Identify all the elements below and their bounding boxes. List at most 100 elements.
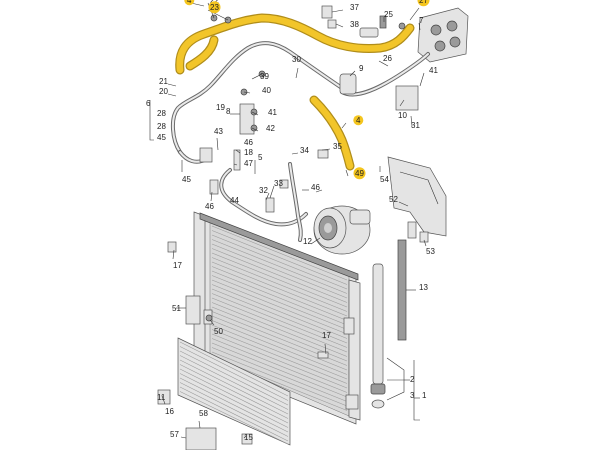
part-label-l52: 52 bbox=[389, 195, 398, 204]
label-highlight bbox=[353, 167, 366, 180]
part-label-l45b: 45 bbox=[182, 175, 191, 184]
part-number-l4b: 4 bbox=[356, 116, 361, 125]
part-label-l25: 25 bbox=[384, 10, 393, 19]
condenser-fin bbox=[211, 284, 348, 339]
part-number-l47: 47 bbox=[244, 159, 253, 168]
part-number-l42: 42 bbox=[266, 124, 275, 133]
part-number-l35: 35 bbox=[333, 142, 342, 151]
grille-fin bbox=[179, 386, 289, 442]
condenser-fin bbox=[211, 302, 348, 357]
evaporator-flange bbox=[417, 7, 469, 63]
grille-fin bbox=[179, 382, 289, 437]
condenser-fin bbox=[211, 239, 348, 294]
condenser-fin bbox=[211, 230, 348, 285]
part-number-l2: 2 bbox=[410, 375, 415, 384]
part-number-l41b: 41 bbox=[268, 108, 277, 117]
part-label-l9: 9 bbox=[359, 64, 364, 73]
highlighted-hoses bbox=[175, 13, 415, 171]
grille-fin bbox=[179, 355, 289, 410]
part-number-l32: 32 bbox=[259, 186, 268, 195]
part-number-l16: 16 bbox=[165, 407, 174, 416]
label-highlight bbox=[417, 0, 430, 7]
condenser-fin bbox=[211, 333, 348, 389]
part-label-l41a: 41 bbox=[429, 66, 438, 75]
condenser-fin bbox=[211, 315, 348, 371]
grille-fin bbox=[179, 391, 289, 445]
ac-compressor bbox=[313, 205, 371, 255]
part-label-l44: 44 bbox=[230, 196, 239, 205]
part-number-l15: 15 bbox=[244, 433, 253, 442]
part-number-l50: 50 bbox=[214, 327, 223, 336]
part-number-l45b: 45 bbox=[182, 175, 191, 184]
part-label-l38: 38 bbox=[350, 20, 359, 29]
part-label-l16: 16 bbox=[165, 407, 174, 416]
condenser-fin bbox=[211, 329, 348, 384]
part-label-l42: 42 bbox=[266, 124, 275, 133]
part-number-l33: 33 bbox=[274, 179, 283, 188]
label-highlight bbox=[208, 1, 221, 14]
fittings bbox=[157, 5, 429, 450]
condenser-fin bbox=[211, 261, 348, 317]
condenser-fin bbox=[211, 320, 348, 375]
part-number-l13: 13 bbox=[419, 283, 428, 292]
part-label-l4b: 4 bbox=[353, 115, 364, 126]
part-number-l8: 8 bbox=[226, 107, 231, 116]
grille-fin bbox=[179, 373, 289, 428]
grille-fin bbox=[179, 346, 289, 401]
refrigerant-pipes bbox=[171, 41, 430, 242]
part-number-l4a: 4 bbox=[187, 0, 192, 5]
condenser-fin bbox=[211, 338, 348, 393]
condenser-fin bbox=[211, 324, 348, 380]
grille-fin bbox=[179, 364, 289, 419]
part-label-l2: 2 bbox=[410, 375, 415, 384]
grille-fin bbox=[179, 368, 289, 424]
part-number-l17a: 17 bbox=[173, 261, 182, 270]
part-label-l11: 11 bbox=[157, 393, 166, 402]
part-label-l13: 13 bbox=[419, 283, 428, 292]
part-label-l17b: 17 bbox=[322, 331, 331, 340]
part-number-l34: 34 bbox=[300, 146, 309, 155]
grille-fin bbox=[179, 359, 289, 415]
condenser-fin bbox=[211, 257, 348, 312]
part-label-l43: 43 bbox=[214, 127, 223, 136]
part-number-l6: 6 bbox=[146, 99, 151, 108]
part-label-l45a: 45 bbox=[157, 133, 166, 142]
condenser-fin bbox=[211, 243, 348, 299]
part-number-l45a: 45 bbox=[157, 133, 166, 142]
part-number-l39: 39 bbox=[260, 72, 269, 81]
part-label-l28a: 28 bbox=[157, 109, 166, 118]
part-label-l27: 27 bbox=[417, 0, 430, 7]
part-number-l37: 37 bbox=[350, 3, 359, 12]
part-label-l32: 32 bbox=[259, 186, 268, 195]
part-label-l3: 3 bbox=[410, 391, 415, 400]
part-number-l3: 3 bbox=[410, 391, 415, 400]
part-number-l17b: 17 bbox=[322, 331, 331, 340]
part-label-l40: 40 bbox=[262, 86, 271, 95]
part-number-l23: 23 bbox=[210, 3, 219, 12]
label-highlight bbox=[353, 115, 364, 126]
part-number-l46b: 46 bbox=[205, 202, 214, 211]
front-grille-duct bbox=[177, 337, 291, 446]
part-number-l28b: 28 bbox=[157, 122, 166, 131]
part-label-l5: 5 bbox=[258, 153, 263, 162]
part-number-l52: 52 bbox=[389, 195, 398, 204]
part-labels: 4222337382527741393026921204062819841424… bbox=[146, 0, 438, 442]
grille-fin bbox=[179, 341, 289, 397]
part-label-l39: 39 bbox=[260, 72, 269, 81]
part-number-l41a: 41 bbox=[429, 66, 438, 75]
receiver-dryer bbox=[370, 239, 407, 409]
part-number-l18: 18 bbox=[244, 148, 253, 157]
part-label-l54: 54 bbox=[380, 175, 389, 184]
part-number-l25: 25 bbox=[384, 10, 393, 19]
grille-fin bbox=[179, 350, 289, 406]
part-label-l30: 30 bbox=[292, 55, 301, 64]
condenser-fin bbox=[211, 234, 348, 290]
part-number-l31: 31 bbox=[411, 121, 420, 130]
part-number-l28a: 28 bbox=[157, 109, 166, 118]
part-number-l21: 21 bbox=[159, 77, 168, 86]
part-label-l47: 47 bbox=[244, 159, 253, 168]
condenser-fin bbox=[211, 248, 348, 303]
part-number-l53: 53 bbox=[426, 247, 435, 256]
part-number-l9: 9 bbox=[359, 64, 364, 73]
